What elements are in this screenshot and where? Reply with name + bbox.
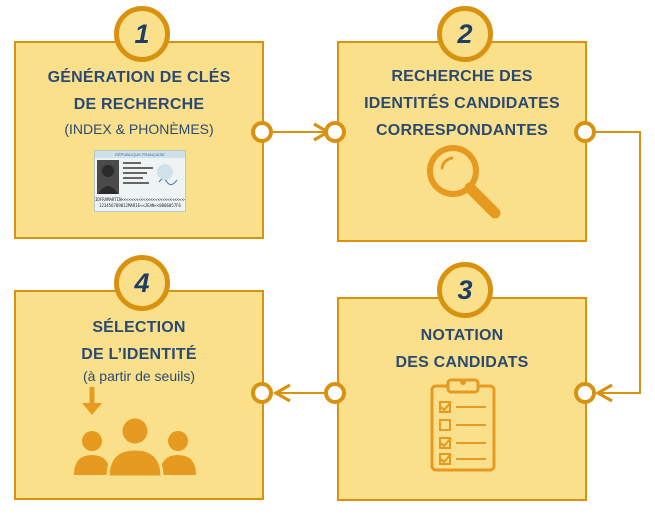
step-4-number-badge: 4	[114, 255, 170, 311]
connector-dot-4-right	[251, 382, 273, 404]
step-2-title: RECHERCHE DES IDENTITÉS CANDIDATES CORRE…	[364, 68, 560, 139]
magnifier-icon	[427, 145, 501, 219]
step-3-title: NOTATION DES CANDIDATS	[395, 327, 529, 371]
people-selection-icon	[74, 387, 196, 479]
arrow-2-to-3	[594, 131, 641, 403]
step-2-number-badge: 2	[437, 6, 493, 62]
connector-dot-1-right	[251, 121, 273, 143]
step-3-number-badge: 3	[437, 262, 493, 318]
step-4-title: SÉLECTION DE L’IDENTITÉ	[81, 319, 197, 363]
connector-dot-3-left	[324, 382, 346, 404]
connector-dot-2-left	[324, 121, 346, 143]
step-1-box: GÉNÉRATION DE CLÉS DE RECHERCHE (INDEX &…	[14, 41, 264, 239]
step-4-subtitle: (à partir de seuils)	[82, 368, 196, 384]
connector-dot-3-right	[574, 382, 596, 404]
checklist-icon	[430, 378, 496, 472]
step-1-number-badge: 1	[114, 6, 170, 62]
connector-dot-2-right	[574, 121, 596, 143]
step-1-title: GÉNÉRATION DE CLÉS DE RECHERCHE	[47, 69, 231, 113]
step-1-subtitle: (INDEX & PHONÈMES)	[64, 121, 214, 137]
id-card-icon: RÉPUBLIQUE FRANÇAISE IDFRAMARTIN<<<<<<<<…	[94, 150, 186, 212]
